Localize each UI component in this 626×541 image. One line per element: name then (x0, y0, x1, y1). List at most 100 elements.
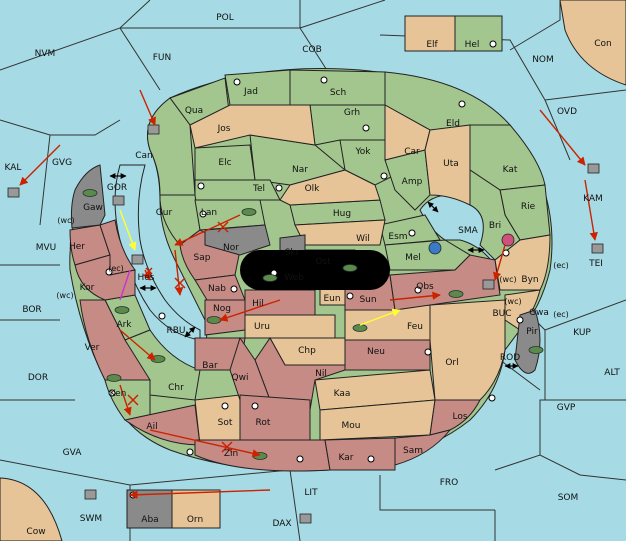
fleet-unit[interactable] (299, 513, 312, 524)
territory-uta[interactable] (424, 124, 471, 206)
territory-kar[interactable] (324, 437, 396, 471)
territory-olk[interactable] (279, 169, 381, 206)
sea-label-mvu: MVU (36, 243, 57, 253)
territory-elf[interactable] (404, 15, 456, 52)
sea-label-nom: NOM (532, 55, 554, 65)
sea-label-gva: GVA (63, 448, 83, 458)
territory-label-gwa: Gwa (529, 308, 549, 318)
territory-nor[interactable] (204, 224, 271, 256)
territory-ver[interactable] (79, 299, 151, 381)
sea-label-dor: DOR (28, 373, 48, 383)
coast-label-wc_kor: (wc) (56, 291, 73, 300)
territory-label-elc: Elc (218, 158, 231, 168)
territory-label-chr: Chr (168, 383, 184, 393)
fleet-unit[interactable] (587, 163, 600, 174)
fleet-unit[interactable] (131, 254, 144, 265)
coast-label-ec_hes: (ec) (108, 264, 124, 273)
territory-car[interactable] (384, 104, 431, 161)
army-unit[interactable] (342, 264, 358, 272)
fleet-unit[interactable] (591, 243, 604, 254)
sea-label-gvp: GVP (557, 403, 576, 413)
territory-label-ken: Ken (110, 389, 127, 399)
army-unit[interactable] (528, 346, 544, 354)
territory-label-her: Her (69, 242, 85, 252)
sea-label-bor: BOR (22, 305, 41, 315)
sea-label-gvg: GVG (52, 158, 72, 168)
territory-label-nar: Nar (292, 165, 308, 175)
territory-kor[interactable] (74, 254, 136, 301)
fleet-unit[interactable] (112, 195, 125, 206)
territory-yok[interactable] (339, 139, 396, 186)
fleet-unit[interactable] (482, 279, 495, 290)
territory-label-nor: Nor (223, 243, 239, 253)
fleet-unit-blue[interactable] (428, 241, 442, 255)
fleet-unit-multi[interactable] (501, 233, 515, 247)
sea-label-kup: KUP (573, 328, 591, 338)
territory-chr[interactable] (124, 329, 201, 401)
territory-wil[interactable] (294, 219, 386, 246)
territory-label-orn: Orn (187, 515, 203, 525)
army-unit[interactable] (106, 374, 122, 382)
territory-label-nog: Nog (213, 304, 231, 314)
fleet-unit[interactable] (84, 489, 97, 500)
territory-label-neu: Neu (367, 347, 385, 357)
army-unit[interactable] (82, 189, 98, 197)
territory-label-kat: Kat (503, 165, 518, 175)
territory-label-tel: Tel (252, 184, 265, 194)
territory-label-jad: Jad (243, 87, 258, 97)
territory-label-can: Can (135, 151, 153, 161)
sea-label-rbu: RBU (166, 326, 185, 336)
territory-label-nil: Nil (315, 369, 327, 379)
territory-label-hug: Hug (333, 209, 351, 219)
territory-label-kar: Kar (339, 453, 354, 463)
territory-rot[interactable] (239, 394, 311, 441)
territory-neu[interactable] (344, 339, 431, 371)
territory-tel[interactable] (194, 179, 281, 201)
army-unit[interactable] (114, 306, 130, 314)
territory-label-mel: Mel (405, 253, 421, 263)
territory-label-uta: Uta (443, 159, 459, 169)
coast-label-ec_gwa: (ec) (553, 310, 569, 319)
army-unit[interactable] (262, 274, 278, 282)
territory-label-eun: Eun (323, 294, 340, 304)
army-unit[interactable] (352, 324, 368, 332)
army-unit[interactable] (448, 290, 464, 298)
sea-label-swm: SWM (80, 514, 102, 524)
sea-label-nvm: NVM (35, 49, 56, 59)
territory-pir[interactable] (514, 309, 541, 374)
convoy-arrow (119, 269, 131, 301)
coast-label-ec_byn: (ec) (553, 261, 569, 270)
territory-label-los: Los (452, 412, 467, 422)
territory-orn[interactable] (171, 489, 221, 529)
fleet-units (7, 124, 604, 524)
territory-label-sun: Sun (359, 295, 376, 305)
territory-label-sch: Sch (330, 88, 346, 98)
dislodged-markers (127, 221, 233, 453)
fleet-unit[interactable] (147, 124, 160, 135)
territory-label-mou: Mou (342, 421, 361, 431)
territory-label-sam: Sam (403, 446, 423, 456)
territory-label-byn: Byn (521, 275, 538, 285)
territory-label-esm: Esm (388, 232, 407, 242)
territory-label-web: Web (284, 273, 304, 283)
territory-sam[interactable] (394, 429, 452, 466)
army-unit[interactable] (241, 208, 257, 216)
sea-label-fun: FUN (153, 53, 172, 63)
sea-label-gor: GOR (107, 183, 127, 193)
territory-label-wil: Wil (356, 234, 370, 244)
territory-label-grh: Grh (344, 108, 360, 118)
sea-label-ovd: OVD (557, 107, 577, 117)
army-unit[interactable] (206, 316, 222, 324)
territory-label-amp: Amp (402, 177, 423, 187)
territory-label-bar: Bar (202, 361, 218, 371)
impassable-center (240, 250, 390, 290)
territory-label-orl: Orl (445, 358, 458, 368)
sea-label-cob: COB (302, 45, 322, 55)
territory-label-yok: Yok (354, 147, 371, 157)
sea-label-kal: KAL (5, 163, 22, 173)
territory-jos[interactable] (189, 104, 316, 149)
sea-label-sma: SMA (458, 226, 478, 236)
fleet-unit[interactable] (7, 187, 20, 198)
territory-label-gaw: Gaw (83, 203, 103, 213)
